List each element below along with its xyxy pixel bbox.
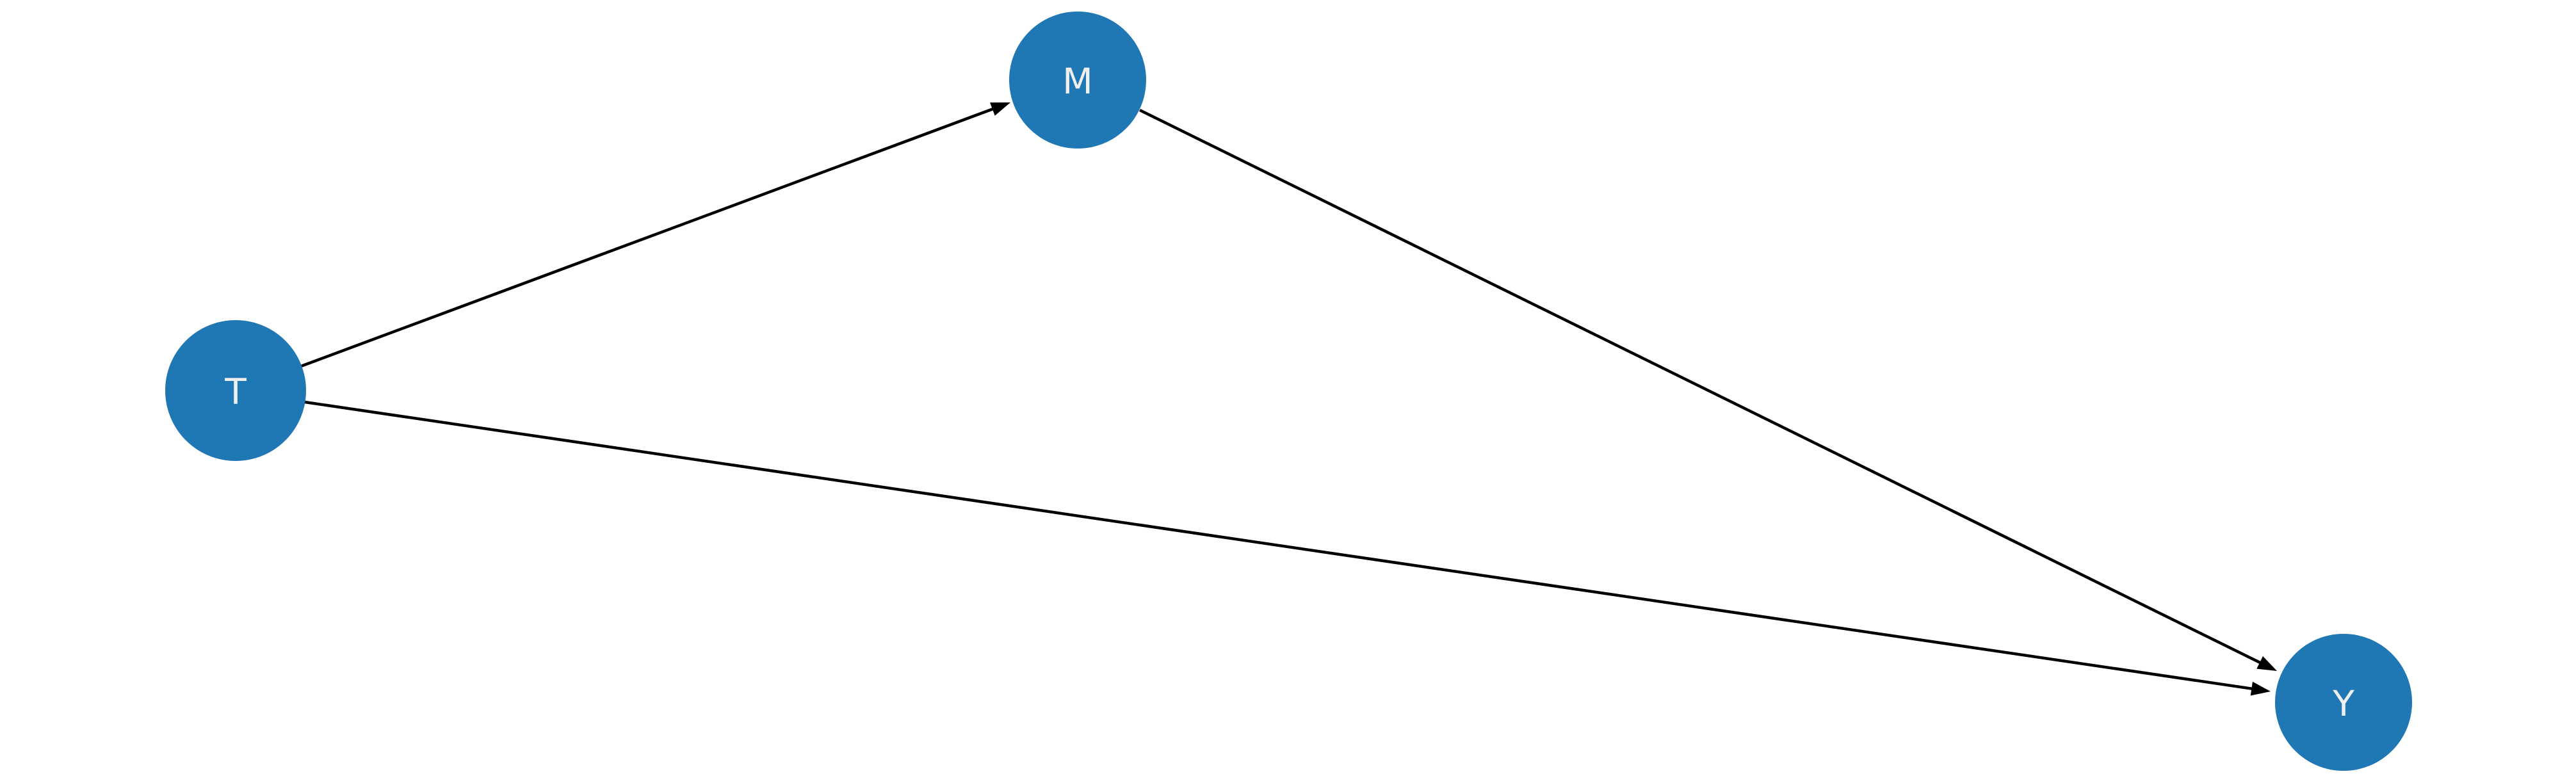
node-t[interactable]: T [165, 320, 306, 461]
arrowhead-icon [2250, 681, 2271, 696]
edge-line [300, 107, 994, 368]
node-m[interactable]: M [1009, 12, 1146, 149]
edge-m-to-y [1139, 108, 2277, 671]
node-circle[interactable] [165, 320, 306, 461]
edge-t-to-m [300, 102, 1010, 368]
arrowhead-icon [2256, 656, 2277, 671]
arrowhead-icon [990, 102, 1010, 116]
node-y[interactable]: Y [2275, 634, 2412, 771]
edge-line [1139, 108, 2262, 665]
edges-layer [300, 102, 2277, 696]
node-circle[interactable] [2275, 634, 2412, 771]
edge-line [304, 400, 2253, 691]
edge-t-to-y [304, 400, 2271, 696]
node-circle[interactable] [1009, 12, 1146, 149]
